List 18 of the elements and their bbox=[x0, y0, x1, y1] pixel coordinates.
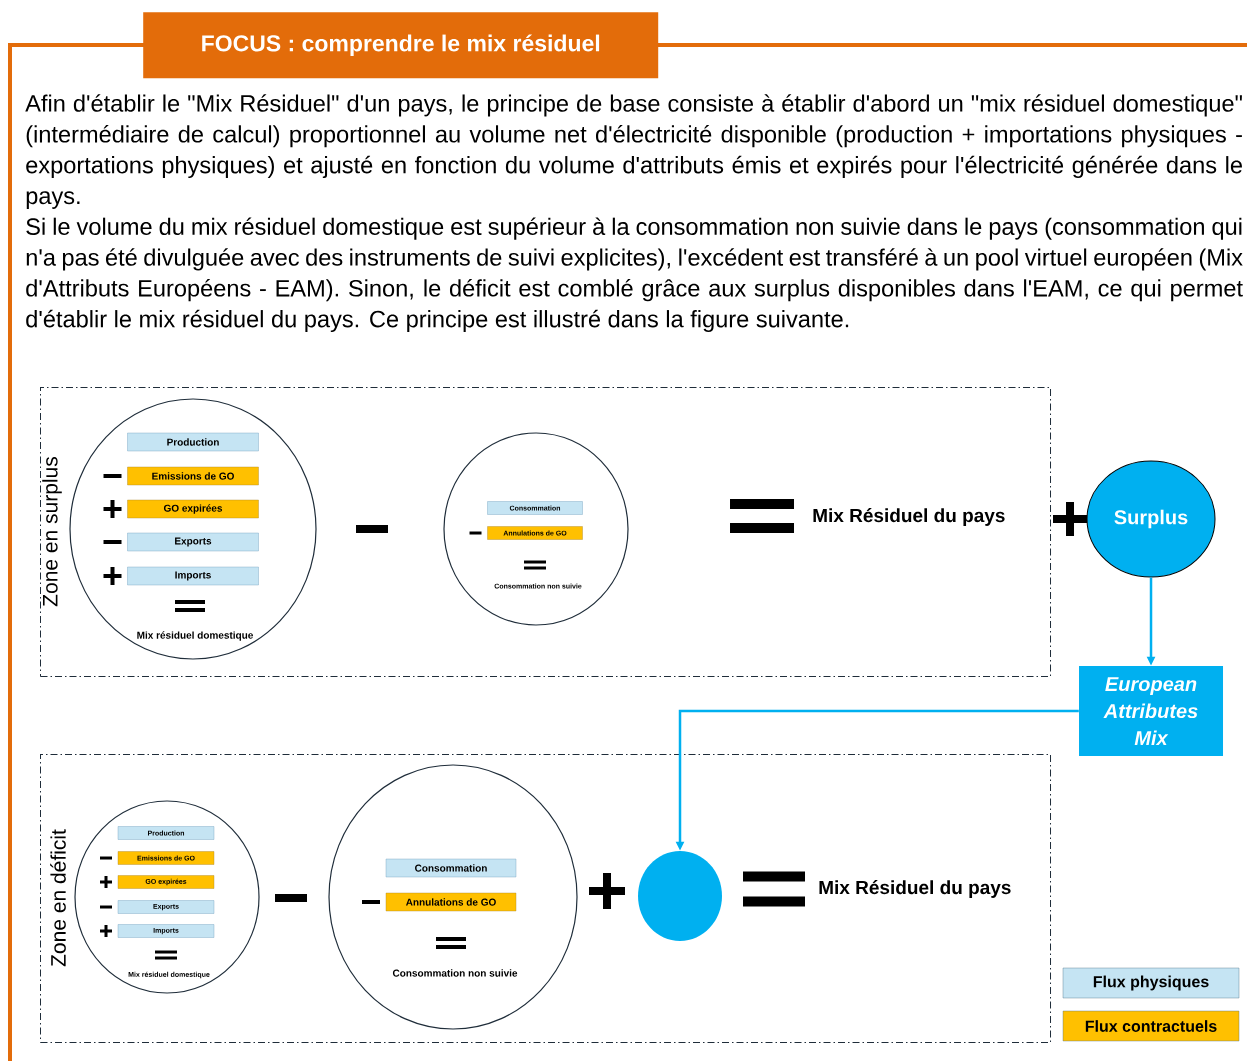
paragraph: Afin d'établir le "Mix Résiduel" d'un pays, le principe de base consiste à établir d'abord un "mix résiduel domestique" (intermédiaire de calcul) proportionnel au volume net d'électricité disponible (production + importations physiques - exportations physiques) et ajusté en fonction du volume d'attributs émis et expirés pour l'électricité générée dans le pays. bbox=[25, 94, 1242, 209]
paragraph: Si le volume du mix résiduel domestique est supérieur à la consommation non suivie dans le pays (consommation qui n'a pas été divulguée avec des instruments de suivi explicites), l'excédent est transféré à un pool virtuel européen (Mix d'Attributs Européens - EAM). Sinon, le déficit est comblé grâce aux surplus disponibles dans l'EAM, ce qui permet d'établir le mix résiduel du pays. Ce principe est illustré dans la figure suivante. bbox=[26, 217, 1243, 333]
flow-box: GO expirées bbox=[127, 499, 259, 519]
result-label: Mix Résiduel du pays bbox=[819, 880, 1011, 898]
mix-box: European Attributes Mix bbox=[1079, 666, 1223, 756]
flow-box: Production bbox=[127, 432, 259, 452]
flow-box: Emissions de GO bbox=[127, 466, 259, 486]
flow-box: Imports bbox=[127, 566, 259, 586]
circle bbox=[638, 851, 722, 941]
flow-box: Annulations de GO bbox=[385, 892, 517, 912]
result-label: Mix résiduel domestique bbox=[137, 631, 253, 641]
title-banner: FOCUS : comprendre le mix résiduel bbox=[143, 12, 659, 79]
flow-box: Exports bbox=[127, 532, 259, 552]
flow-box: Consommation bbox=[385, 858, 517, 878]
zone-label: Zone en surplus bbox=[42, 457, 62, 607]
zone-label: Zone en déficit bbox=[50, 829, 66, 967]
result-label: Consommation non suivie bbox=[392, 969, 518, 977]
result-label: Mix Résiduel du pays bbox=[813, 508, 1005, 526]
